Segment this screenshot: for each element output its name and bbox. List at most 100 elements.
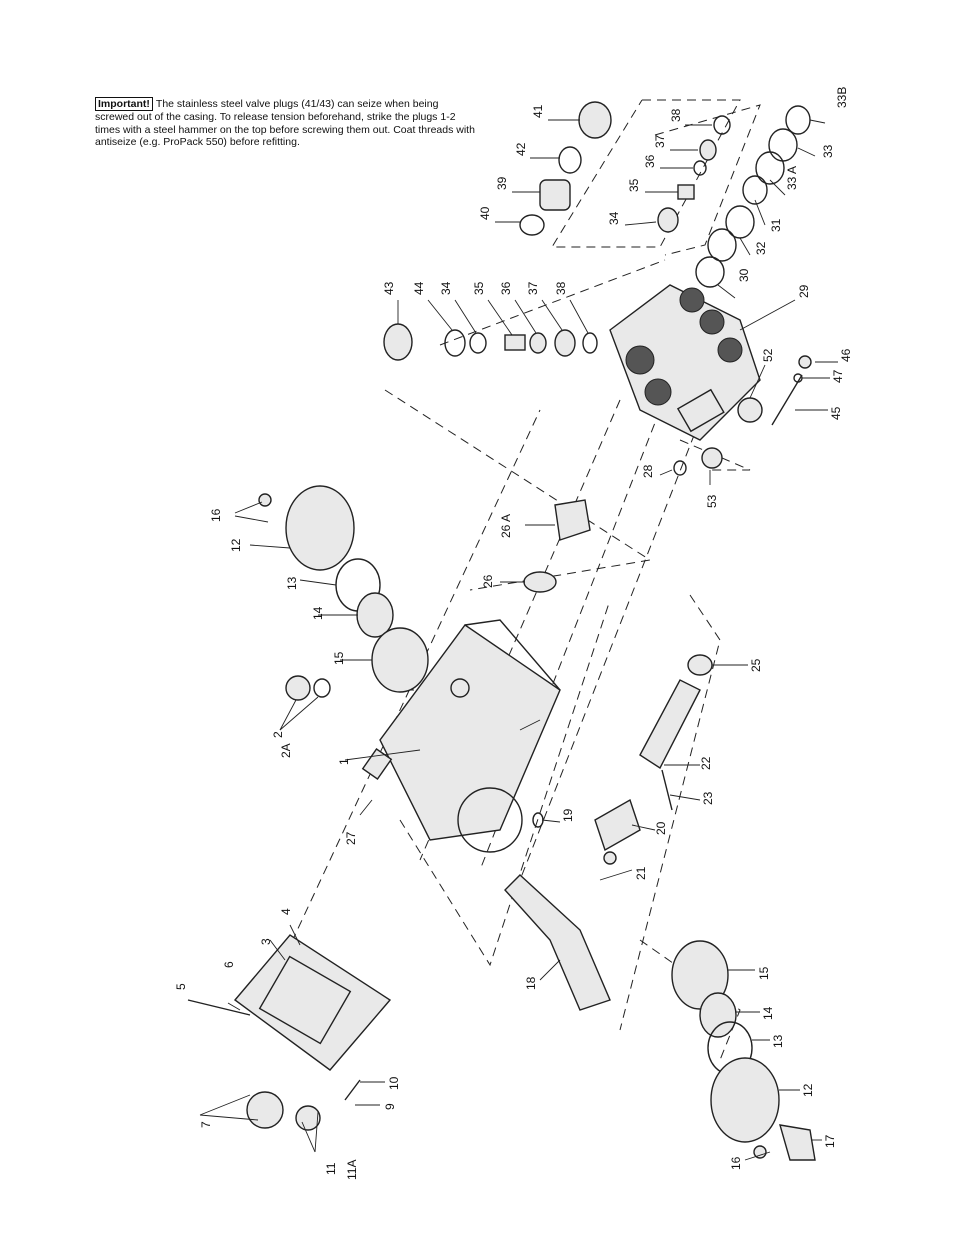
label-22: 22: [699, 756, 713, 770]
spring-35: [504, 334, 526, 351]
o-ring-38-upper: [713, 115, 731, 135]
dipstick-5: [187, 999, 251, 1016]
label-30: 30: [737, 268, 751, 282]
valve-plug-41: [578, 101, 612, 139]
label-42: 42: [514, 142, 528, 156]
valve-plate-36: [529, 332, 547, 354]
valve-guide-34-upper: [657, 207, 679, 233]
bearing-cover-12: [285, 485, 355, 571]
plug-52: [737, 397, 763, 423]
label-1: 1: [337, 758, 351, 765]
casing-port-4: [699, 309, 725, 335]
valve-seat-37: [554, 329, 576, 357]
label-38-upper: 38: [669, 108, 683, 122]
label-4: 4: [279, 908, 293, 915]
seal-14-lower: [699, 992, 737, 1038]
label-23: 23: [701, 791, 715, 805]
adapter-39: [539, 179, 571, 211]
label-36: 36: [499, 281, 513, 295]
label-25: 25: [749, 658, 763, 672]
label-plate-27: [361, 748, 393, 780]
label-27: 27: [344, 831, 358, 845]
packing-33A: [755, 151, 785, 185]
label-15: 15: [332, 651, 346, 665]
nut-46: [798, 355, 812, 369]
label-18: 18: [524, 976, 538, 990]
label-44: 44: [412, 281, 426, 295]
part-labels: 41 42 39 40 38 37 36 35 34 33B 33 33 A 3…: [174, 87, 853, 1180]
valve-head-assembly: [383, 101, 812, 476]
casing-port-3: [679, 287, 705, 313]
label-16: 16: [209, 508, 223, 522]
label-37-upper: 37: [653, 134, 667, 148]
o-ring-38: [582, 332, 598, 354]
label-11A: 11A: [345, 1160, 359, 1180]
label-46: 46: [839, 348, 853, 362]
screw-9: [344, 1079, 361, 1101]
ring-31: [742, 175, 768, 205]
seal-2A: [313, 678, 331, 698]
crankcase-top-edge: [464, 619, 561, 691]
label-43: 43: [382, 281, 396, 295]
valve-seat-37-upper: [699, 139, 717, 161]
piston-22: [639, 679, 701, 770]
seal-44: [444, 329, 466, 357]
label-32: 32: [754, 241, 768, 255]
crankcase-assembly: [187, 485, 816, 1161]
o-ring-40: [519, 214, 545, 236]
label-26: 26: [481, 574, 495, 588]
label-7: 7: [199, 1121, 213, 1128]
ring-26: [523, 571, 557, 593]
label-5: 5: [174, 983, 188, 990]
plug-11: [295, 1105, 321, 1131]
label-38: 38: [554, 281, 568, 295]
leader-lines: [199, 119, 838, 1161]
label-12-lower: 12: [801, 1083, 815, 1097]
label-52: 52: [761, 348, 775, 362]
label-47: 47: [831, 369, 845, 383]
screw-16: [258, 493, 272, 507]
ring-32b: [707, 228, 737, 262]
label-39: 39: [495, 176, 509, 190]
label-29: 29: [797, 284, 811, 298]
label-9: 9: [383, 1103, 397, 1110]
ring-33B: [785, 105, 811, 135]
label-34-upper: 34: [607, 211, 621, 225]
label-35-upper: 35: [627, 178, 641, 192]
important-note: Important!The stainless steel valve plug…: [95, 97, 475, 149]
label-33: 33: [821, 144, 835, 158]
oil-sight: [450, 678, 470, 698]
valve-guide-34: [469, 332, 487, 354]
label-31: 31: [769, 218, 783, 232]
casing-port-5: [717, 337, 743, 363]
label-33B: 33B: [835, 87, 849, 108]
valve-plate-36-upper: [693, 160, 707, 176]
label-28: 28: [641, 464, 655, 478]
label-37: 37: [526, 281, 540, 295]
label-3: 3: [259, 938, 273, 945]
casing-port-1: [625, 345, 655, 375]
label-14: 14: [311, 606, 325, 620]
label-19: 19: [561, 808, 575, 822]
important-note-text: The stainless steel valve plugs (41/43) …: [95, 98, 475, 148]
bolt-21: [603, 851, 617, 865]
label-20: 20: [654, 821, 668, 835]
label-14-lower: 14: [761, 1006, 775, 1020]
connecting-rod-20: [594, 798, 641, 852]
ring-30: [695, 256, 725, 288]
label-26A: 26 A: [499, 514, 513, 538]
label-2A: 2A: [279, 743, 293, 758]
plug-2: [285, 675, 311, 701]
ring-32: [725, 205, 755, 239]
washer-25: [687, 654, 713, 676]
bearing-cover-12-lower: [710, 1057, 780, 1143]
label-34: 34: [439, 281, 453, 295]
pin-23: [661, 769, 673, 811]
label-53: 53: [705, 494, 719, 508]
label-36-upper: 36: [643, 154, 657, 168]
assembly-dashed-lines: [259, 99, 761, 1061]
label-16-lower: 16: [729, 1156, 743, 1170]
stud-45: [771, 374, 803, 426]
guide-26A: [554, 499, 591, 541]
